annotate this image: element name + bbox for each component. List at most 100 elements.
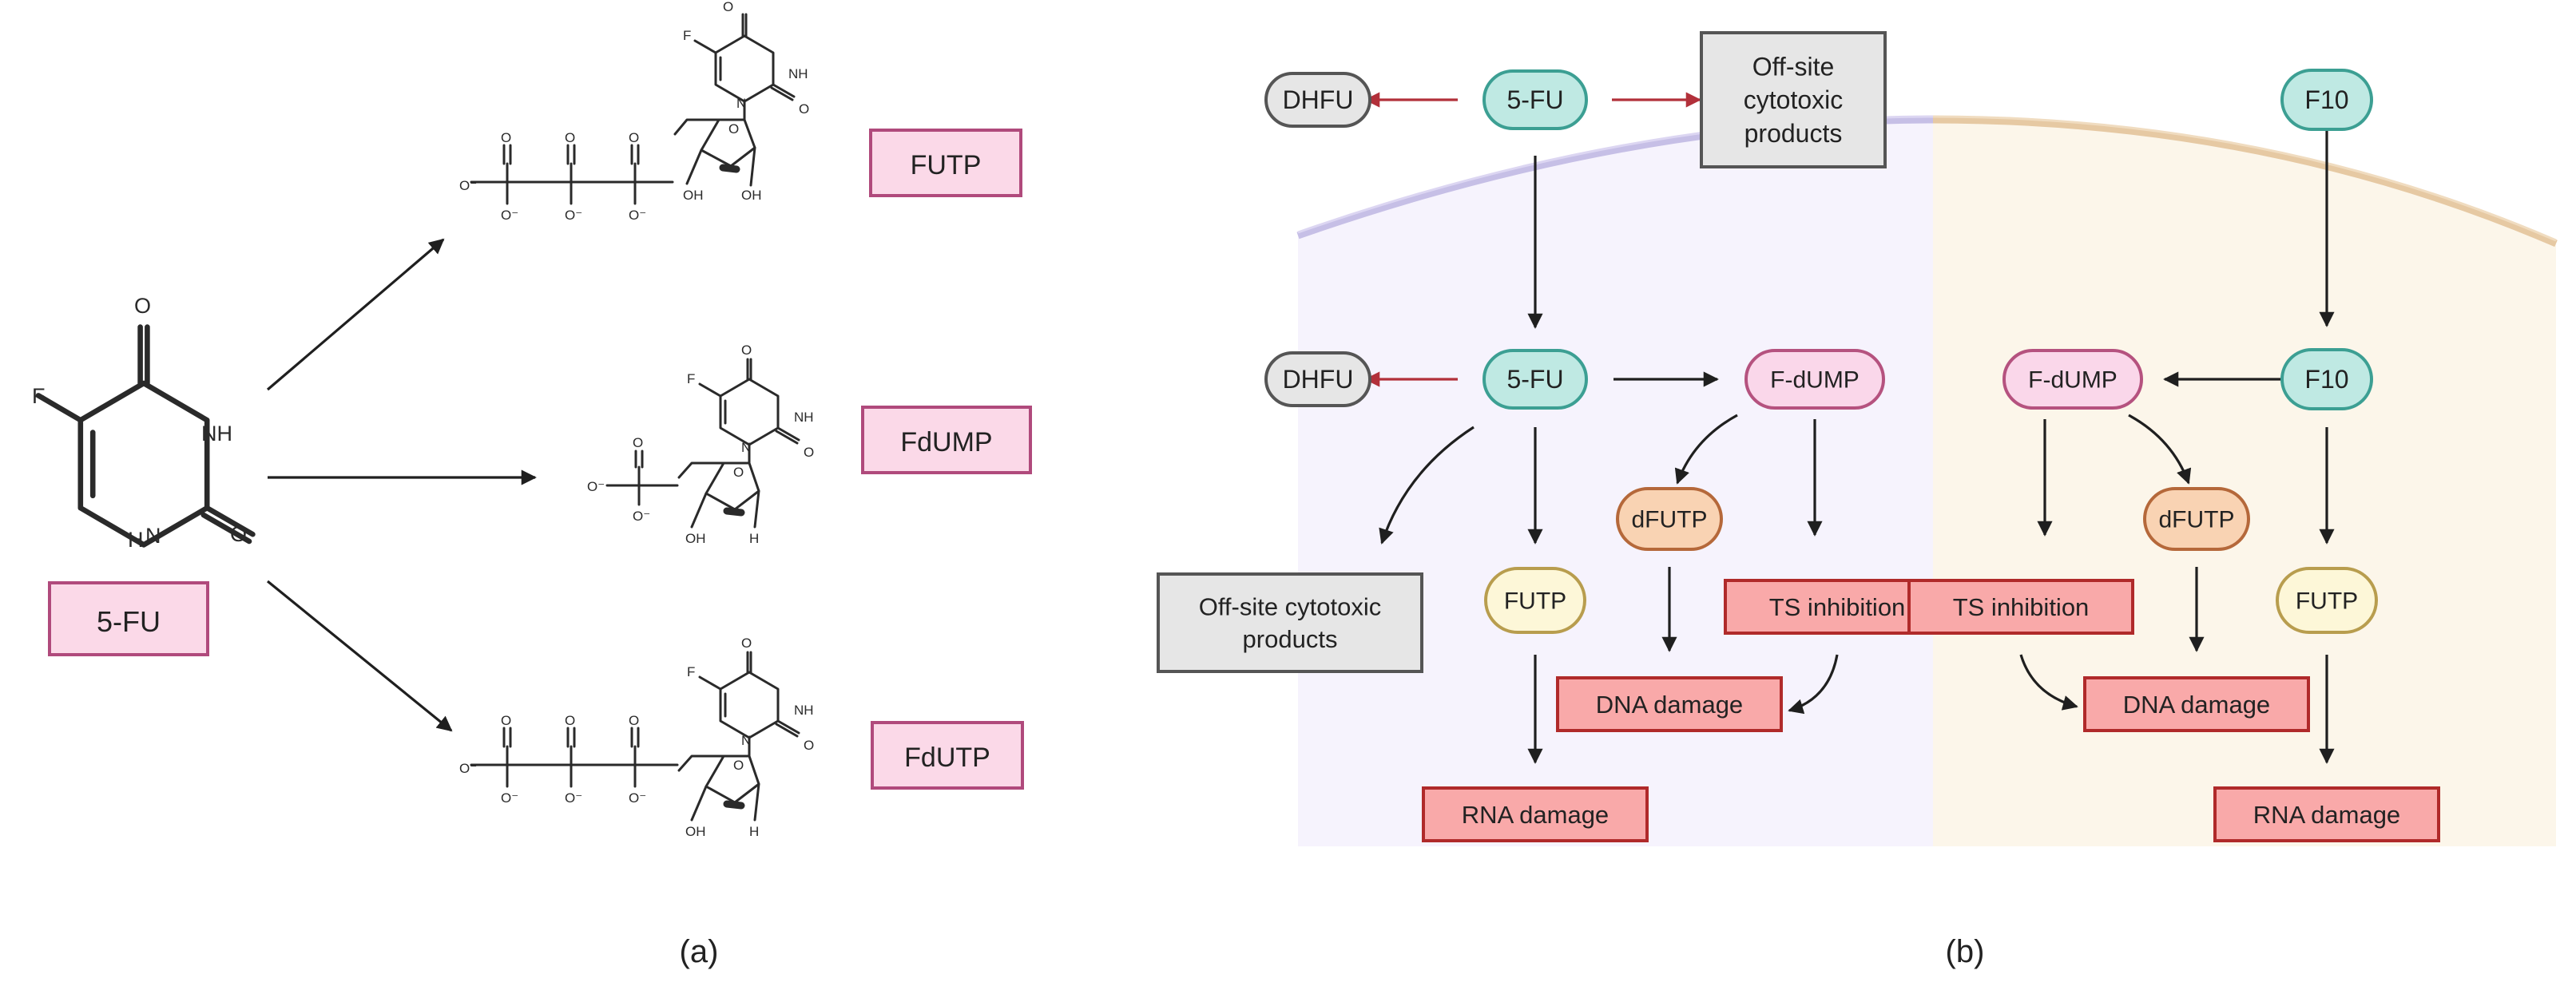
node-dhfu-mid-shape [1264, 351, 1371, 407]
svg-text:OH: OH [683, 188, 704, 203]
futp-label: FUTP [911, 150, 982, 180]
svg-text:O: O [733, 465, 744, 480]
node-dfutp-left-shape [1616, 487, 1723, 551]
node-fdump-left: F-dUMP [1744, 349, 1885, 410]
arrow-fdump-to-dfutp-right [2128, 414, 2192, 485]
node-offsite-mid-shape [1157, 572, 1423, 673]
svg-text:O⁻: O⁻ [459, 761, 477, 776]
node-ts-right: TS inhibition [1907, 579, 2134, 635]
fdump-label-box [861, 406, 1032, 474]
svg-text:O: O [633, 435, 643, 450]
svg-text:O: O [565, 130, 575, 145]
node-dna-right: DNA damage [2083, 676, 2310, 732]
node-dna-left: DNA damage [1556, 676, 1783, 732]
fdump-label: FdUMP [900, 427, 992, 457]
atom-h: H [128, 528, 144, 552]
svg-text:O: O [733, 758, 744, 773]
node-rna-right: RNA damage [2213, 786, 2440, 842]
node-fdump-right-shape [2002, 349, 2143, 410]
arrow-fdump-to-dfutp-left [1674, 414, 1738, 485]
panel-a-caption: (a) [680, 934, 719, 969]
svg-text:OH: OH [741, 188, 762, 203]
node-fu-mid-shape [1482, 349, 1588, 410]
fdutp-structure: O F NH O N O OH H O⁻ O O O O⁻ O⁻ O⁻ [459, 636, 814, 839]
svg-text:O⁻: O⁻ [587, 479, 605, 494]
node-f10-top: F10 [2280, 69, 2373, 131]
panel-b-caption: (b) [1946, 934, 1985, 969]
futp-label-box [869, 129, 1022, 197]
node-fu-mid: 5-FU [1482, 349, 1588, 410]
node-dna-left-shape [1556, 676, 1783, 732]
svg-text:O⁻: O⁻ [565, 790, 582, 806]
svg-text:O: O [629, 713, 639, 728]
node-rna-left: RNA damage [1422, 786, 1649, 842]
svg-text:O: O [728, 121, 739, 137]
svg-text:O⁻: O⁻ [629, 208, 646, 223]
node-f10-top-label: F10 [2304, 85, 2348, 114]
node-dfutp-right-shape [2143, 487, 2250, 551]
node-ts-left-label: TS inhibition [1769, 593, 1906, 621]
node-rna-left-shape [1422, 786, 1649, 842]
node-fdump-left-label: F-dUMP [1770, 367, 1860, 394]
cell-right-background [1933, 120, 2556, 846]
node-offsite-top-label: Off-site [1752, 53, 1835, 81]
svg-text:N: N [741, 733, 751, 748]
node-dhfu-top-shape [1264, 72, 1371, 128]
atom-f: F [32, 384, 46, 408]
node-futp-right-label: FUTP [2296, 588, 2358, 615]
node-fu-top-shape [1482, 69, 1588, 130]
svg-text:O: O [501, 130, 511, 145]
svg-text:F: F [687, 664, 695, 679]
svg-text:H: H [749, 531, 759, 546]
svg-text:O: O [804, 738, 814, 753]
fdutp-label: FdUTP [904, 743, 990, 773]
svg-text:NH: NH [794, 410, 814, 425]
svg-text:O: O [799, 101, 809, 117]
fdutp-label-box [871, 721, 1024, 790]
node-dfutp-right: dFUTP [2143, 487, 2250, 551]
svg-text:O⁻: O⁻ [459, 178, 477, 193]
svg-text:H: H [749, 824, 759, 839]
svg-text:NH: NH [794, 703, 814, 718]
node-fdump-right: F-dUMP [2002, 349, 2143, 410]
node-dhfu-top-label: DHFU [1283, 85, 1354, 114]
node-rna-right-shape [2213, 786, 2440, 842]
svg-text:O: O [741, 343, 752, 358]
arrow-fu-to-offsite-mid [1379, 426, 1475, 545]
svg-text:N: N [741, 440, 751, 455]
svg-text:O: O [629, 130, 639, 145]
node-fdump-right-label: F-dUMP [2028, 367, 2118, 394]
node-ts-right-shape [1907, 579, 2134, 635]
svg-text:O: O [723, 0, 733, 14]
svg-text:O⁻: O⁻ [565, 208, 582, 223]
fdump-structure: O F NH O N O OH H O⁻ O O⁻ [587, 343, 814, 546]
node-dfutp-left-label: dFUTP [1631, 507, 1707, 533]
svg-text:O: O [501, 713, 511, 728]
node-ts-right-label: TS inhibition [1953, 593, 2090, 621]
node-fu-top-label: 5-FU [1506, 85, 1563, 114]
node-futp-left: FUTP [1484, 567, 1586, 634]
arrow-to-futp [266, 238, 445, 391]
node-dna-right-shape [2083, 676, 2310, 732]
node-dna-left-label: DNA damage [1596, 691, 1743, 719]
node-futp-left-label: FUTP [1504, 588, 1566, 615]
arrow-ts-to-dna-left [1788, 654, 1839, 715]
fluorouracil-structure [35, 324, 256, 548]
atom-o: O [134, 294, 151, 318]
node-dna-right-label: DNA damage [2123, 691, 2270, 719]
svg-text:O⁻: O⁻ [501, 208, 518, 223]
source-label-box [48, 581, 209, 656]
node-dhfu-mid: DHFU [1264, 351, 1371, 407]
svg-text:OH: OH [685, 824, 706, 839]
arrow-ts-to-dna-right [2019, 654, 2078, 711]
svg-text:OH: OH [685, 531, 706, 546]
svg-text:O: O [741, 636, 752, 651]
node-offsite-top-shape [1700, 31, 1887, 168]
node-rna-left-label: RNA damage [1462, 801, 1609, 829]
cell-left-background [1298, 120, 1933, 846]
node-offsite-top-label: cytotoxic [1744, 85, 1843, 114]
